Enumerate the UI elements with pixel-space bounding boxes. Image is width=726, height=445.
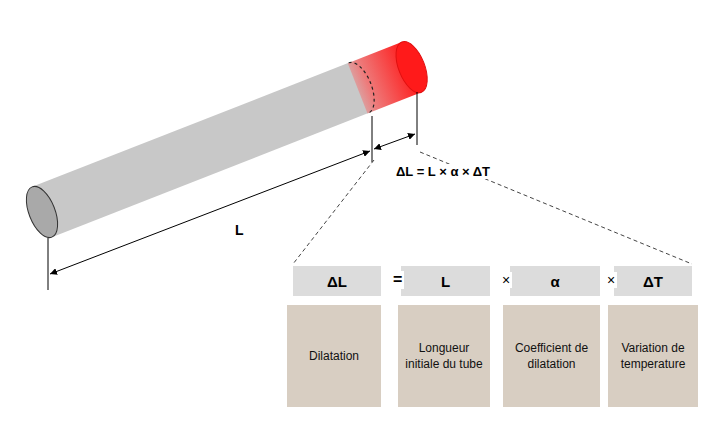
- symbol-box: L: [401, 266, 490, 296]
- operator: =: [391, 271, 404, 289]
- leader-lines: [293, 152, 692, 264]
- box-text: Dilatation: [309, 348, 359, 364]
- box-text: Longueur initiale du tube: [403, 340, 485, 372]
- box-text: ΔT: [643, 273, 663, 290]
- box-text: Coefficient de dilatation: [508, 340, 595, 372]
- symbol-box: α: [510, 266, 600, 296]
- dimension-lines: [48, 92, 417, 290]
- description-box: Coefficient de dilatation: [503, 305, 600, 407]
- description-box: Dilatation: [287, 305, 381, 407]
- operator: ×: [500, 272, 512, 288]
- description-box: Longueur initiale du tube: [398, 305, 490, 407]
- formula: ΔL = L × α × ΔT: [394, 164, 492, 179]
- symbol-box: ΔT: [614, 266, 692, 296]
- box-text: Variation de temperature: [613, 340, 693, 372]
- description-box: Variation de temperature: [608, 305, 698, 407]
- tube: [20, 37, 434, 242]
- operator: ×: [605, 272, 617, 288]
- dimension-label: L: [233, 222, 246, 238]
- box-text: L: [441, 273, 450, 290]
- box-text: α: [550, 273, 559, 290]
- symbol-box: ΔL: [293, 266, 381, 296]
- box-text: ΔL: [327, 273, 347, 290]
